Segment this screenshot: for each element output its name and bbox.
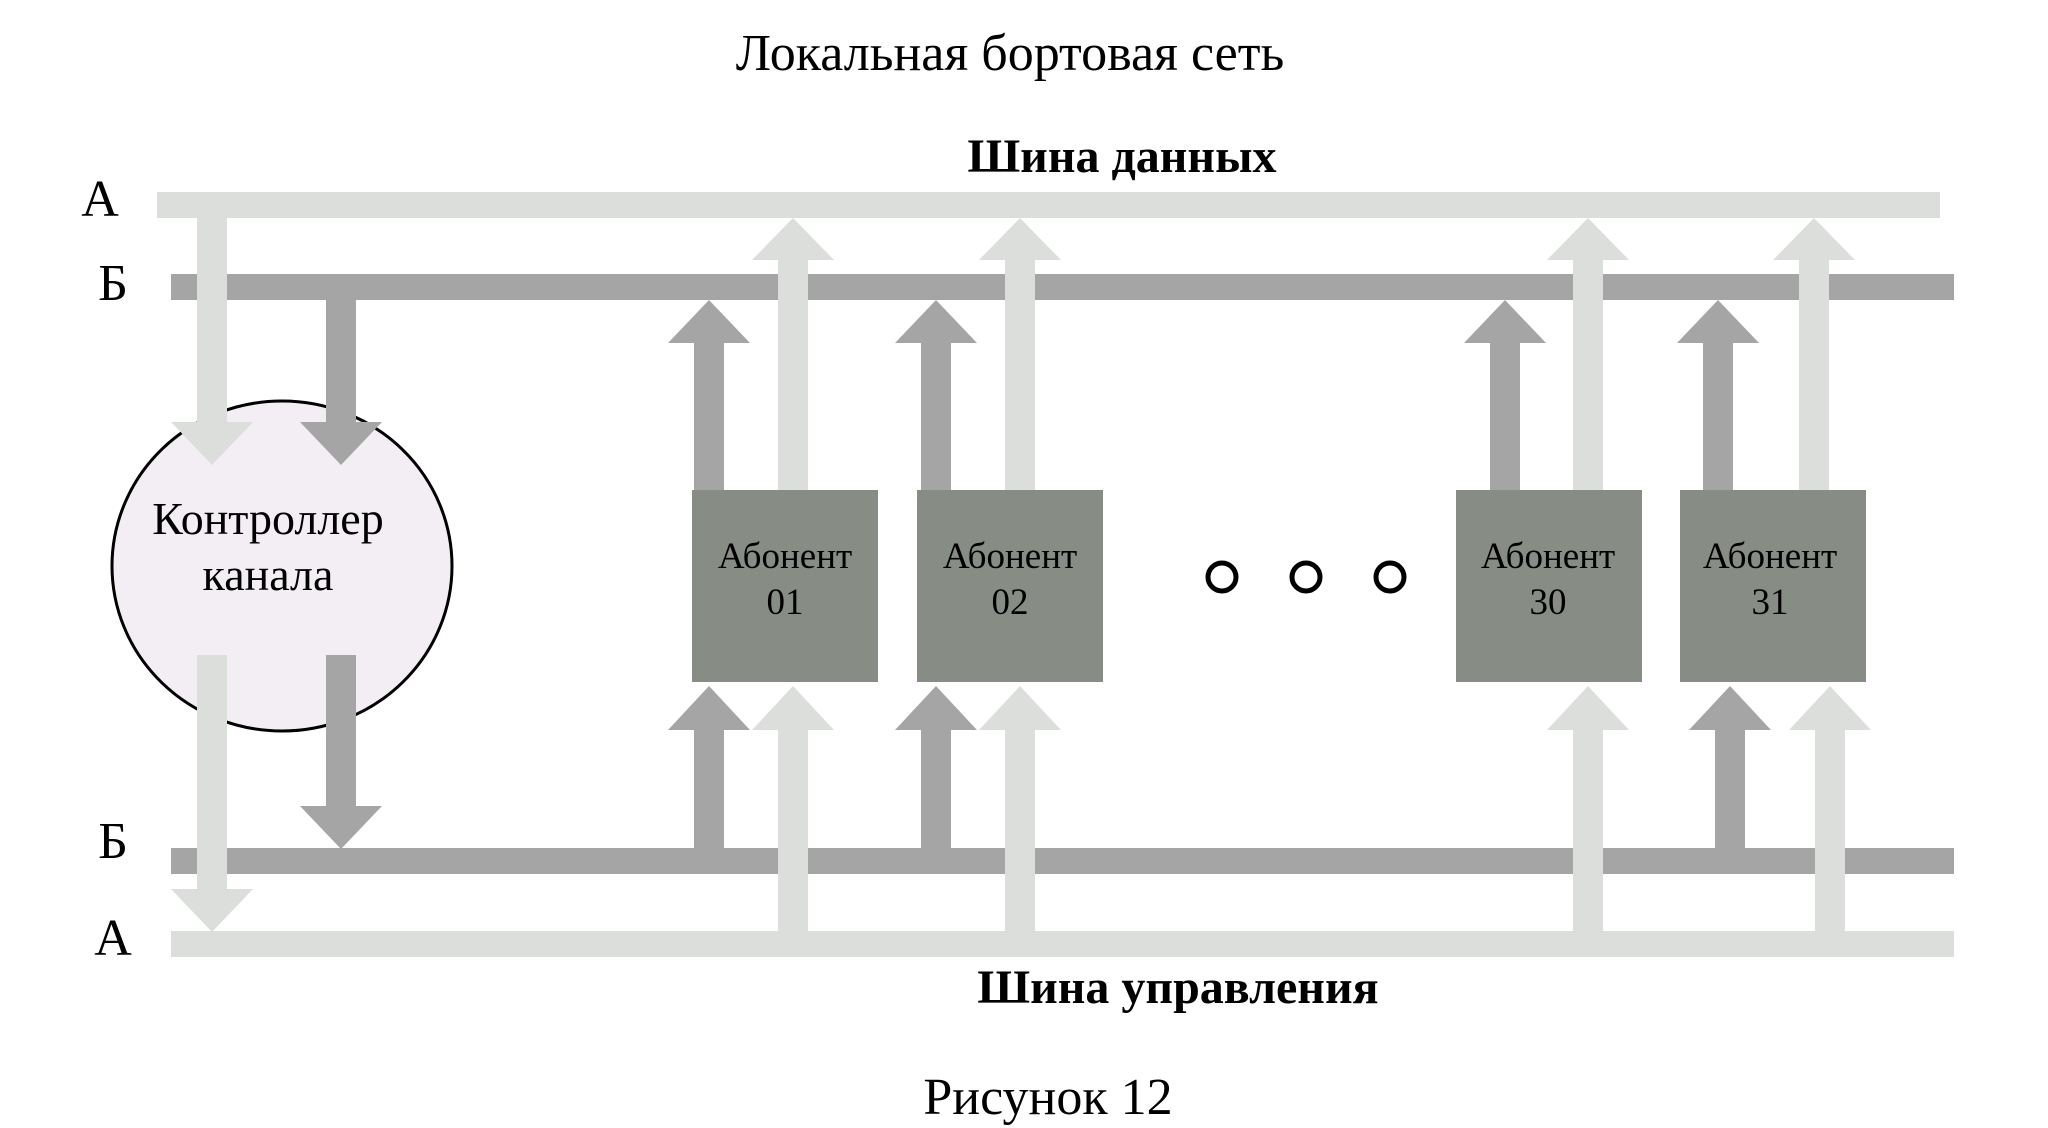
subscriber-01-arrow-up-data-b	[668, 300, 750, 490]
controller-arrow-to-control-b	[300, 655, 382, 849]
subscriber-01: Абонент 01	[668, 218, 878, 931]
subscriber-30-arrow-up-control-a	[1547, 686, 1629, 931]
ellipsis-dots	[1205, 560, 1407, 594]
subscriber-01-label-line1: Абонент	[718, 536, 852, 577]
subscriber-31: Абонент 31	[1677, 218, 1871, 931]
subscriber-31-box	[1680, 490, 1866, 682]
controller-arrow-from-data-b	[300, 300, 382, 465]
data-bus-line-b	[171, 274, 1954, 300]
control-bus-line-a-letter: А	[94, 910, 132, 967]
subscriber-02-arrow-up-data-b	[895, 300, 977, 490]
control-bus-label: Шина управления	[977, 961, 1378, 1014]
subscriber-02-arrow-up-data-a	[979, 218, 1061, 490]
data-bus-line-a-letter: А	[81, 171, 119, 228]
subscriber-31-arrow-up-control-b	[1689, 686, 1771, 849]
data-bus-label: Шина данных	[967, 130, 1276, 183]
subscriber-02-label-line1: Абонент	[943, 536, 1077, 577]
ellipsis-dot	[1373, 560, 1407, 594]
subscriber-02-arrow-up-control-a	[979, 686, 1061, 931]
subscriber-02-arrow-up-control-b	[895, 686, 977, 849]
control-bus-line-a	[171, 931, 1954, 957]
subscriber-02-label-line2: 02	[992, 582, 1029, 623]
controller-arrow-to-control-a	[171, 655, 253, 932]
subscriber-30-label-line1: Абонент	[1481, 536, 1615, 577]
subscriber-01-arrow-up-control-b	[668, 686, 750, 849]
subscriber-30-arrow-up-data-a	[1547, 218, 1629, 490]
data-bus	[157, 192, 1954, 300]
data-bus-line-a	[157, 192, 1940, 218]
ellipsis-dot	[1205, 560, 1239, 594]
data-bus-line-b-letter: Б	[98, 255, 128, 312]
subscriber-30-arrow-up-data-b	[1464, 300, 1546, 490]
controller-arrow-from-data-a	[171, 218, 253, 465]
channel-controller	[110, 399, 454, 733]
subscriber-30: Абонент 30	[1456, 218, 1642, 931]
ellipsis-dot	[1289, 560, 1323, 594]
subscriber-30-label-line2: 30	[1530, 582, 1567, 623]
subscriber-31-arrow-up-data-a	[1773, 218, 1855, 490]
control-bus-line-b-letter: Б	[98, 813, 128, 870]
figure-caption: Рисунок 12	[923, 1069, 1172, 1126]
subscriber-31-label-line2: 31	[1752, 582, 1789, 623]
subscriber-02-box	[917, 490, 1103, 682]
controller-arrows	[171, 218, 382, 932]
subscriber-30-box	[1456, 490, 1642, 682]
controller-label-line1: Контроллер	[152, 493, 383, 544]
control-bus-line-b	[171, 848, 1954, 874]
subscriber-01-label-line2: 01	[767, 582, 804, 623]
controller-label-line2: канала	[203, 549, 334, 600]
subscriber-31-arrow-up-control-a	[1789, 686, 1871, 931]
subscriber-01-arrow-up-data-a	[752, 218, 834, 490]
subscriber-31-arrow-up-data-b	[1677, 300, 1759, 490]
subscriber-31-label-line1: Абонент	[1703, 536, 1837, 577]
diagram-title: Локальная бортовая сеть	[736, 25, 1284, 82]
control-bus	[171, 848, 1954, 957]
subscriber-01-box	[692, 490, 878, 682]
subscriber-01-arrow-up-control-a	[752, 686, 834, 931]
subscriber-02: Абонент 02	[895, 218, 1103, 931]
